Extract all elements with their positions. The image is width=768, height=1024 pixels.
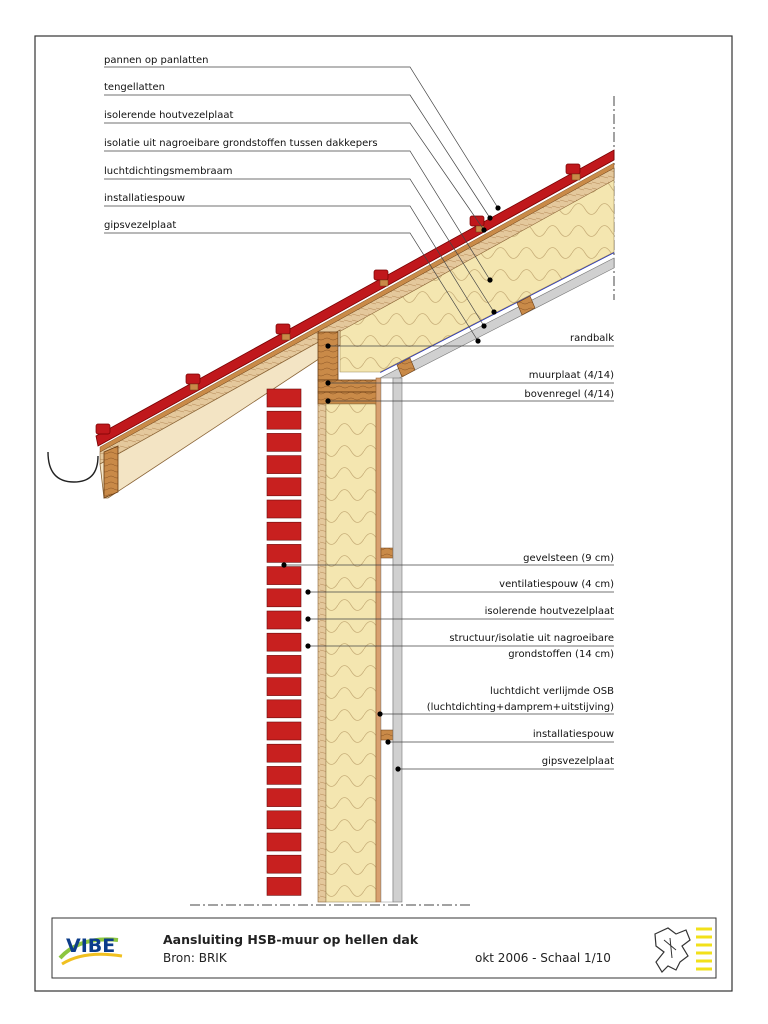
label-installatiespouw-wall: installatiespouw [385, 729, 614, 745]
brick [266, 854, 302, 874]
label-bovenregel-text: bovenregel (4/14) [524, 389, 614, 400]
drawing-source: Bron: BRIK [163, 951, 228, 965]
brick [266, 499, 302, 519]
label-isolatie-roof: isolatie uit nagroeibare grondstoffen tu… [104, 138, 493, 283]
label-osb-text-1: luchtdicht verlijmde OSB [490, 686, 614, 697]
label-structuur: structuur/isolatie uit nagroeibare grond… [305, 633, 614, 660]
sheet-border [34, 35, 733, 992]
roof-batten [396, 357, 416, 378]
brick [266, 788, 302, 807]
fascia-board [103, 445, 119, 499]
roof-battens [189, 173, 581, 391]
label-luchtdichtingsmembraam-text: luchtdichtingsmembraam [104, 166, 233, 177]
brick [266, 766, 302, 785]
wall-batten [380, 547, 394, 559]
brick [266, 877, 302, 896]
flemish-lion-icon [654, 927, 691, 973]
brick [266, 632, 302, 652]
title-block-frame [51, 917, 717, 979]
brick [266, 699, 302, 719]
drawing-date-scale: okt 2006 - Schaal 1/10 [475, 951, 611, 965]
brick [266, 477, 302, 497]
label-randbalk: randbalk [325, 333, 614, 349]
connection-labels: randbalk muurplaat (4/14) bovenregel (4/… [325, 333, 614, 404]
roof-batten [516, 295, 536, 316]
wall-batten [380, 729, 394, 741]
label-installatiespouw-roof-text: installatiespouw [104, 193, 185, 204]
title-block: VIBE Aansluiting HSB-muur op hellen dak … [51, 917, 717, 979]
brick [266, 610, 302, 630]
label-osb: luchtdicht verlijmde OSB (luchtdichting+… [377, 686, 614, 717]
label-bovenregel: bovenregel (4/14) [325, 389, 614, 404]
brick [266, 655, 302, 674]
vibe-logo: VIBE [58, 935, 123, 966]
brick [266, 721, 302, 741]
roof-labels: pannen op panlatten tengellatten isolere… [104, 55, 501, 344]
brick [266, 810, 302, 830]
label-isolatie-roof-text: isolatie uit nagroeibare grondstoffen tu… [104, 138, 378, 149]
label-luchtdichtingsmembraam: luchtdichtingsmembraam [104, 166, 497, 315]
label-gevelsteen: gevelsteen (9 cm) [281, 553, 614, 568]
brick [266, 388, 302, 408]
vibe-logo-text: VIBE [66, 935, 115, 957]
brick [266, 433, 302, 452]
roof-counter-battens [99, 162, 615, 453]
label-gipsvezelplaat-wall-text: gipsvezelplaat [542, 756, 614, 767]
brick [266, 677, 302, 696]
label-installatiespouw-roof: installatiespouw [104, 193, 487, 329]
label-muurplaat-text: muurplaat (4/14) [529, 370, 614, 381]
wall-installation-void [380, 377, 394, 903]
gutter-icon [47, 451, 99, 483]
label-installatiespouw-wall-text: installatiespouw [533, 729, 614, 740]
roof-assembly [47, 149, 615, 499]
label-tengellatten-text: tengellatten [104, 82, 165, 93]
drawing-title: Aansluiting HSB-muur op hellen dak [163, 932, 419, 947]
label-ventilatiespouw-text: ventilatiespouw (4 cm) [499, 579, 614, 590]
rim-beam [317, 331, 339, 381]
wall-osb [375, 377, 382, 903]
label-houtvezelplaat-roof: isolerende houtvezelplaat [104, 110, 487, 233]
label-gipsvezelplaat-wall: gipsvezelplaat [395, 756, 614, 772]
brick [266, 588, 302, 608]
label-osb-text-2: (luchtdichting+damprem+uitstijving) [427, 702, 614, 713]
wall-gypsum-board [392, 377, 403, 903]
brick [266, 410, 302, 430]
wall-labels: gevelsteen (9 cm) ventilatiespouw (4 cm)… [281, 553, 614, 772]
label-houtvezelplaat-wall-text: isolerende houtvezelplaat [485, 606, 614, 617]
label-tengellatten: tengellatten [104, 82, 493, 221]
wall-fiberboard [317, 403, 327, 903]
label-ventilatiespouw: ventilatiespouw (4 cm) [305, 579, 614, 595]
brick [266, 521, 302, 541]
flemish-stripes-icon [696, 927, 712, 971]
label-houtvezelplaat-wall: isolerende houtvezelplaat [305, 606, 614, 622]
wall-insulation [325, 403, 377, 903]
label-pannen-text: pannen op panlatten [104, 55, 209, 66]
roof-tile-laps [95, 163, 581, 435]
label-gipsvezelplaat-roof-text: gipsvezelplaat [104, 220, 176, 231]
label-gipsvezelplaat-roof: gipsvezelplaat [104, 220, 481, 344]
label-randbalk-text: randbalk [570, 333, 614, 344]
roof-tiles [95, 149, 615, 447]
label-structuur-text-1: structuur/isolatie uit nagroeibare [449, 633, 614, 644]
brick [266, 544, 302, 563]
brick [266, 566, 302, 585]
brick [266, 455, 302, 474]
label-structuur-text-2: grondstoffen (14 cm) [508, 649, 614, 660]
label-gevelsteen-text: gevelsteen (9 cm) [523, 553, 614, 564]
brick-facade [266, 388, 302, 896]
eaves-overhang [99, 329, 341, 499]
brick [266, 743, 302, 763]
brick [266, 832, 302, 852]
label-muurplaat: muurplaat (4/14) [325, 370, 614, 386]
label-pannen: pannen op panlatten [104, 55, 501, 211]
wall-assembly [317, 377, 403, 903]
label-houtvezelplaat-roof-text: isolerende houtvezelplaat [104, 110, 233, 121]
